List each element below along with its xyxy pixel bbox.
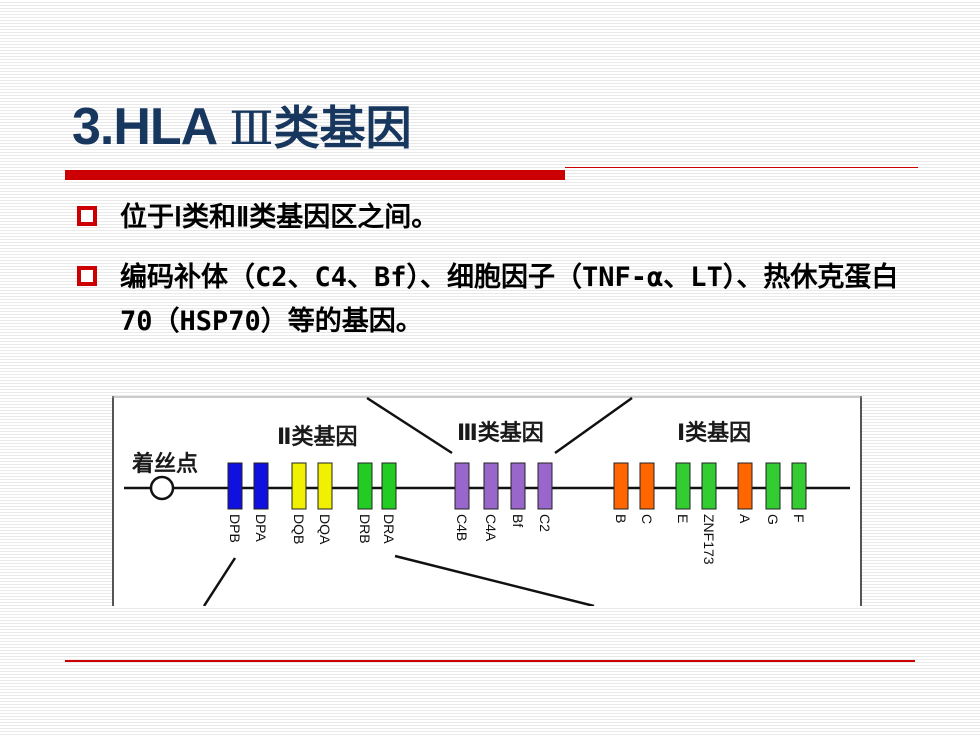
gene-label-c: C <box>639 514 655 524</box>
zoom-line-class3-right <box>554 396 633 455</box>
zoom-line-dra <box>394 554 595 606</box>
centromere-circle <box>149 475 175 501</box>
gene-block-c <box>639 462 655 510</box>
gene-map-svg: Ⅱ类基因 Ⅲ类基因 Ⅰ类基因 着丝点 DPB DPA DQB DQA <box>112 396 862 606</box>
zoom-line-dpb <box>202 557 237 606</box>
gene-block-f <box>791 462 807 510</box>
gene-label-c4a: C4A <box>483 514 499 542</box>
title-rest: 类基因 <box>273 101 412 155</box>
bullet-item: 编码补体（C2、C4、Bf）、细胞因子（TNF-α、LT）、热休克蛋白70（HS… <box>72 256 922 344</box>
square-bullet-icon <box>77 206 97 226</box>
gene-label-c2: C2 <box>537 514 553 532</box>
gene-label-f: F <box>791 514 807 523</box>
gene-label-dra: DRA <box>381 514 397 544</box>
gene-block-a <box>737 462 753 510</box>
gene-label-b: B <box>613 514 629 523</box>
gene-block-bf <box>510 462 526 510</box>
gene-label-znf173: ZNF173 <box>701 514 717 565</box>
title-underline-bar <box>65 170 565 180</box>
bullet-list: 位于Ⅰ类和Ⅱ类基因区之间。 编码补体（C2、C4、Bf）、细胞因子（TNF-α、… <box>72 196 922 360</box>
gene-block-e <box>675 462 691 510</box>
gene-label-a: A <box>737 514 753 524</box>
gene-block-c4a <box>483 462 499 510</box>
footer-rule <box>65 660 915 662</box>
gene-block-dra <box>381 462 397 510</box>
slide-title: 3.HLA Ⅲ 类基因 <box>72 92 412 156</box>
gene-label-dpa: DPA <box>253 514 269 542</box>
bullet-text: 位于Ⅰ类和Ⅱ类基因区之间。 <box>120 202 439 233</box>
region-label-class1: Ⅰ类基因 <box>677 421 751 446</box>
gene-block-g <box>765 462 781 510</box>
gene-label-g: G <box>765 514 781 525</box>
gene-block-c2 <box>537 462 553 510</box>
gene-block-dqb <box>291 462 307 510</box>
title-numeral: Ⅲ <box>229 101 274 155</box>
title-main: 3.HLA <box>72 98 218 156</box>
gene-block-drb <box>357 462 373 510</box>
gene-label-drb: DRB <box>357 514 373 544</box>
gene-label-bf: Bf <box>510 514 526 527</box>
hla-gene-map-figure: Ⅱ类基因 Ⅲ类基因 Ⅰ类基因 着丝点 DPB DPA DQB DQA <box>112 396 862 606</box>
centromere-label: 着丝点 <box>131 451 198 477</box>
gene-block-dqa <box>317 462 333 510</box>
gene-label-dpb: DPB <box>227 514 243 543</box>
gene-block-dpb <box>227 462 243 510</box>
gene-label-c4b: C4B <box>454 514 470 541</box>
gene-label-dqb: DQB <box>291 514 307 544</box>
gene-block-c4b <box>454 462 470 510</box>
title-rule <box>565 167 918 168</box>
bullet-text: 编码补体（C2、C4、Bf）、细胞因子（TNF-α、LT）、热休克蛋白70（HS… <box>120 262 899 337</box>
gene-block-znf173 <box>701 462 717 510</box>
gene-label-dqa: DQA <box>317 514 333 545</box>
zoom-line-class3-left <box>366 396 453 455</box>
bullet-item: 位于Ⅰ类和Ⅱ类基因区之间。 <box>72 196 922 240</box>
region-label-class3: Ⅲ类基因 <box>457 421 544 446</box>
gene-block-dpa <box>253 462 269 510</box>
gene-block-b <box>613 462 629 510</box>
gene-label-e: E <box>675 514 691 523</box>
square-bullet-icon <box>77 266 97 286</box>
region-label-class2: Ⅱ类基因 <box>277 425 358 450</box>
